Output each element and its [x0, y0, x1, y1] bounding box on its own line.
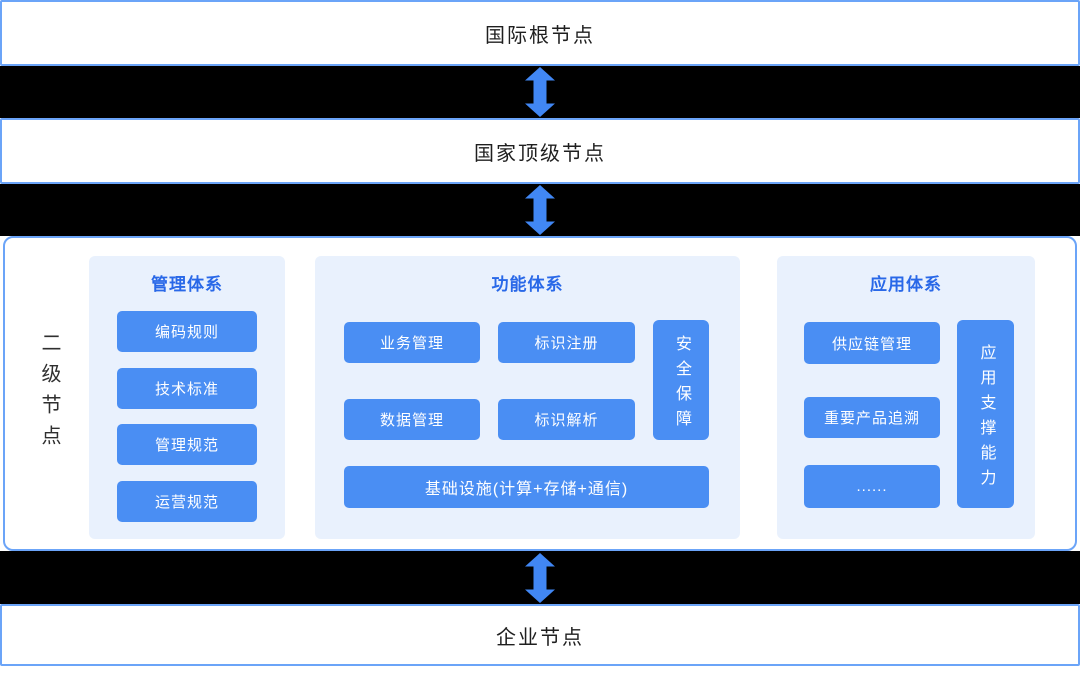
panel-management-system: 管理体系 编码规则 技术标准 管理规范 运营规范	[89, 256, 285, 539]
button-operation-norms: 运营规范	[117, 481, 257, 522]
connector-band-3	[0, 551, 1080, 604]
button-management-norms: 管理规范	[117, 424, 257, 465]
button-business-management: 业务管理	[344, 322, 480, 363]
node-enterprise: 企业节点	[0, 604, 1080, 666]
bar-security-assurance: 安全保障	[653, 320, 709, 440]
button-coding-rules: 编码规则	[117, 311, 257, 352]
panel-application-system: 应用体系 供应链管理 重要产品追溯 ...... 应用支撑能力	[777, 256, 1035, 539]
vertical-double-arrow-icon	[525, 67, 555, 117]
panel-function-system: 功能体系 业务管理 标识注册 数据管理 标识解析 安全保障 基础设施(计算+存储…	[315, 256, 740, 539]
node-international-root-label: 国际根节点	[485, 24, 595, 47]
panel-function-title: 功能体系	[491, 275, 564, 294]
vertical-double-arrow-icon	[525, 185, 555, 235]
second-level-side-label: 二级节点	[38, 331, 60, 456]
button-data-management: 数据管理	[344, 399, 480, 440]
node-enterprise-label: 企业节点	[496, 626, 584, 649]
button-identifier-resolution: 标识解析	[498, 399, 635, 440]
vertical-double-arrow-icon	[525, 552, 555, 603]
button-supply-chain-management: 供应链管理	[804, 322, 940, 364]
button-technical-standards: 技术标准	[117, 368, 257, 409]
second-level-container: 二级节点 管理体系 编码规则 技术标准 管理规范 运营规范 功能体系 业务管理 …	[3, 236, 1077, 551]
button-infrastructure: 基础设施(计算+存储+通信)	[344, 466, 709, 508]
button-key-product-traceability: 重要产品追溯	[804, 397, 940, 438]
node-national-top: 国家顶级节点	[0, 118, 1080, 184]
node-international-root: 国际根节点	[0, 0, 1080, 66]
bar-application-support-capability: 应用支撑能力	[957, 320, 1014, 508]
node-national-top-label: 国家顶级节点	[474, 142, 606, 165]
button-identifier-registration: 标识注册	[498, 322, 635, 363]
connector-band-1	[0, 66, 1080, 118]
panel-management-title: 管理体系	[151, 275, 223, 294]
panel-application-title: 应用体系	[870, 275, 942, 294]
button-ellipsis-more: ......	[804, 465, 940, 508]
connector-band-2	[0, 184, 1080, 236]
